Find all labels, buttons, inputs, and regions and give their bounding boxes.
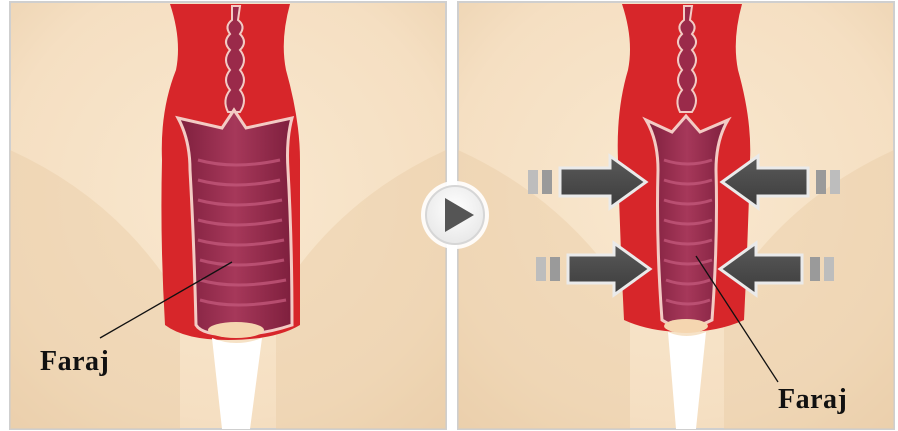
left-label: Faraj bbox=[40, 346, 109, 377]
right-opening bbox=[664, 319, 708, 333]
right-label: Faraj bbox=[778, 384, 847, 415]
left-panel: Faraj bbox=[10, 2, 446, 429]
left-opening bbox=[208, 322, 264, 338]
play-button[interactable] bbox=[421, 181, 489, 249]
right-panel: Faraj bbox=[458, 2, 894, 429]
